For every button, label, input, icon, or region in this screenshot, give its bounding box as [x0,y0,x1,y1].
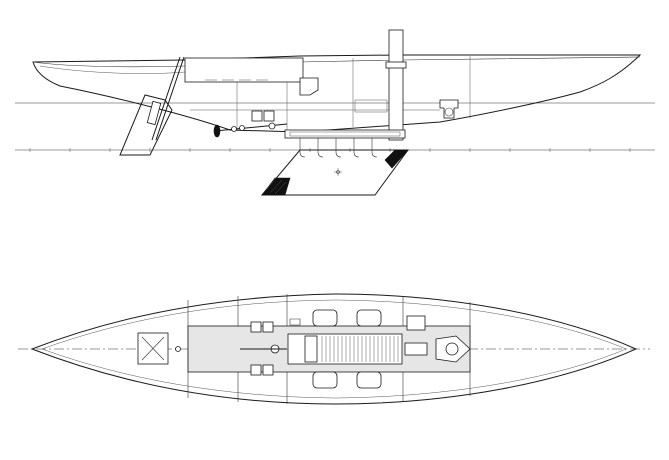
keel-bolts [299,130,378,158]
keel-flange-inner [289,131,401,137]
keel-shading [265,177,287,195]
hatch-aft-small-3 [250,364,262,376]
sheerline [32,56,641,68]
profile-view [15,29,655,196]
plan-view [18,293,650,405]
companionway-slats [321,336,399,362]
mast-partner [385,61,407,69]
waterline-ticks [29,148,631,152]
propeller [213,124,221,138]
keel-bolt [335,130,342,158]
rudder [119,94,173,156]
mast [388,29,404,141]
sliding-hatch [304,335,318,363]
steering-hub [175,346,181,352]
keel-flange [284,129,406,139]
head-unit [439,99,459,119]
prop-hub [231,126,237,132]
keel-bolt [299,130,306,158]
hatch-stbd-fwd [312,371,338,389]
galley-counter [354,99,388,113]
rudder-stock [151,56,181,141]
hatch-stbd-aft [356,371,382,389]
rudder-stock-2 [155,56,185,141]
keel-bolt [371,130,378,158]
steering-cross [141,336,165,361]
keel-bulb-fwd [384,149,409,169]
keel-bolt [353,130,360,158]
deck-fitting-fwd [404,342,428,356]
shaft-bearing [268,122,276,130]
keel-bolt [317,130,324,158]
mainsheet-track [289,318,301,326]
nav-station-seat [251,110,263,122]
mast-plan [445,342,459,356]
nav-station-seat-2 [263,110,275,122]
cabin-house [184,57,304,83]
prop-shaft [214,123,288,132]
prop-strut [239,125,245,131]
engine-box [299,77,319,96]
hull-profile [32,54,642,133]
head-bowl [444,107,454,117]
hatch-aft-small-2 [262,321,274,333]
hatch-port-aft [356,309,382,327]
deck-line [39,65,186,74]
hatch-aft-small-4 [262,364,274,376]
hatch-port-fwd [312,309,338,327]
rudder-post [146,100,162,126]
fore-hatch [406,315,426,331]
hatch-aft-small-1 [250,321,262,333]
